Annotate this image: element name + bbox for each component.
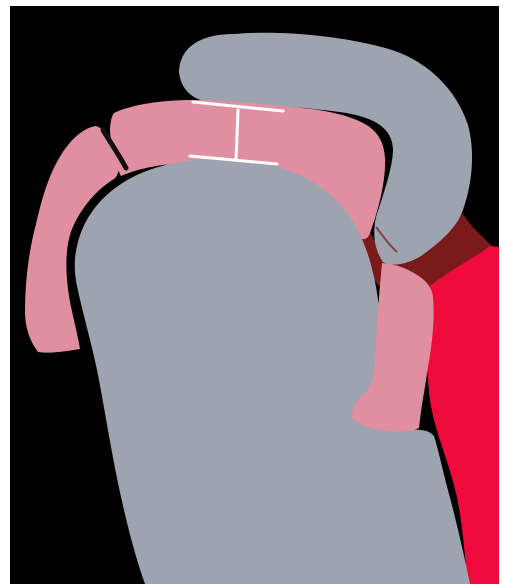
measurement-vertical-line bbox=[236, 110, 238, 160]
